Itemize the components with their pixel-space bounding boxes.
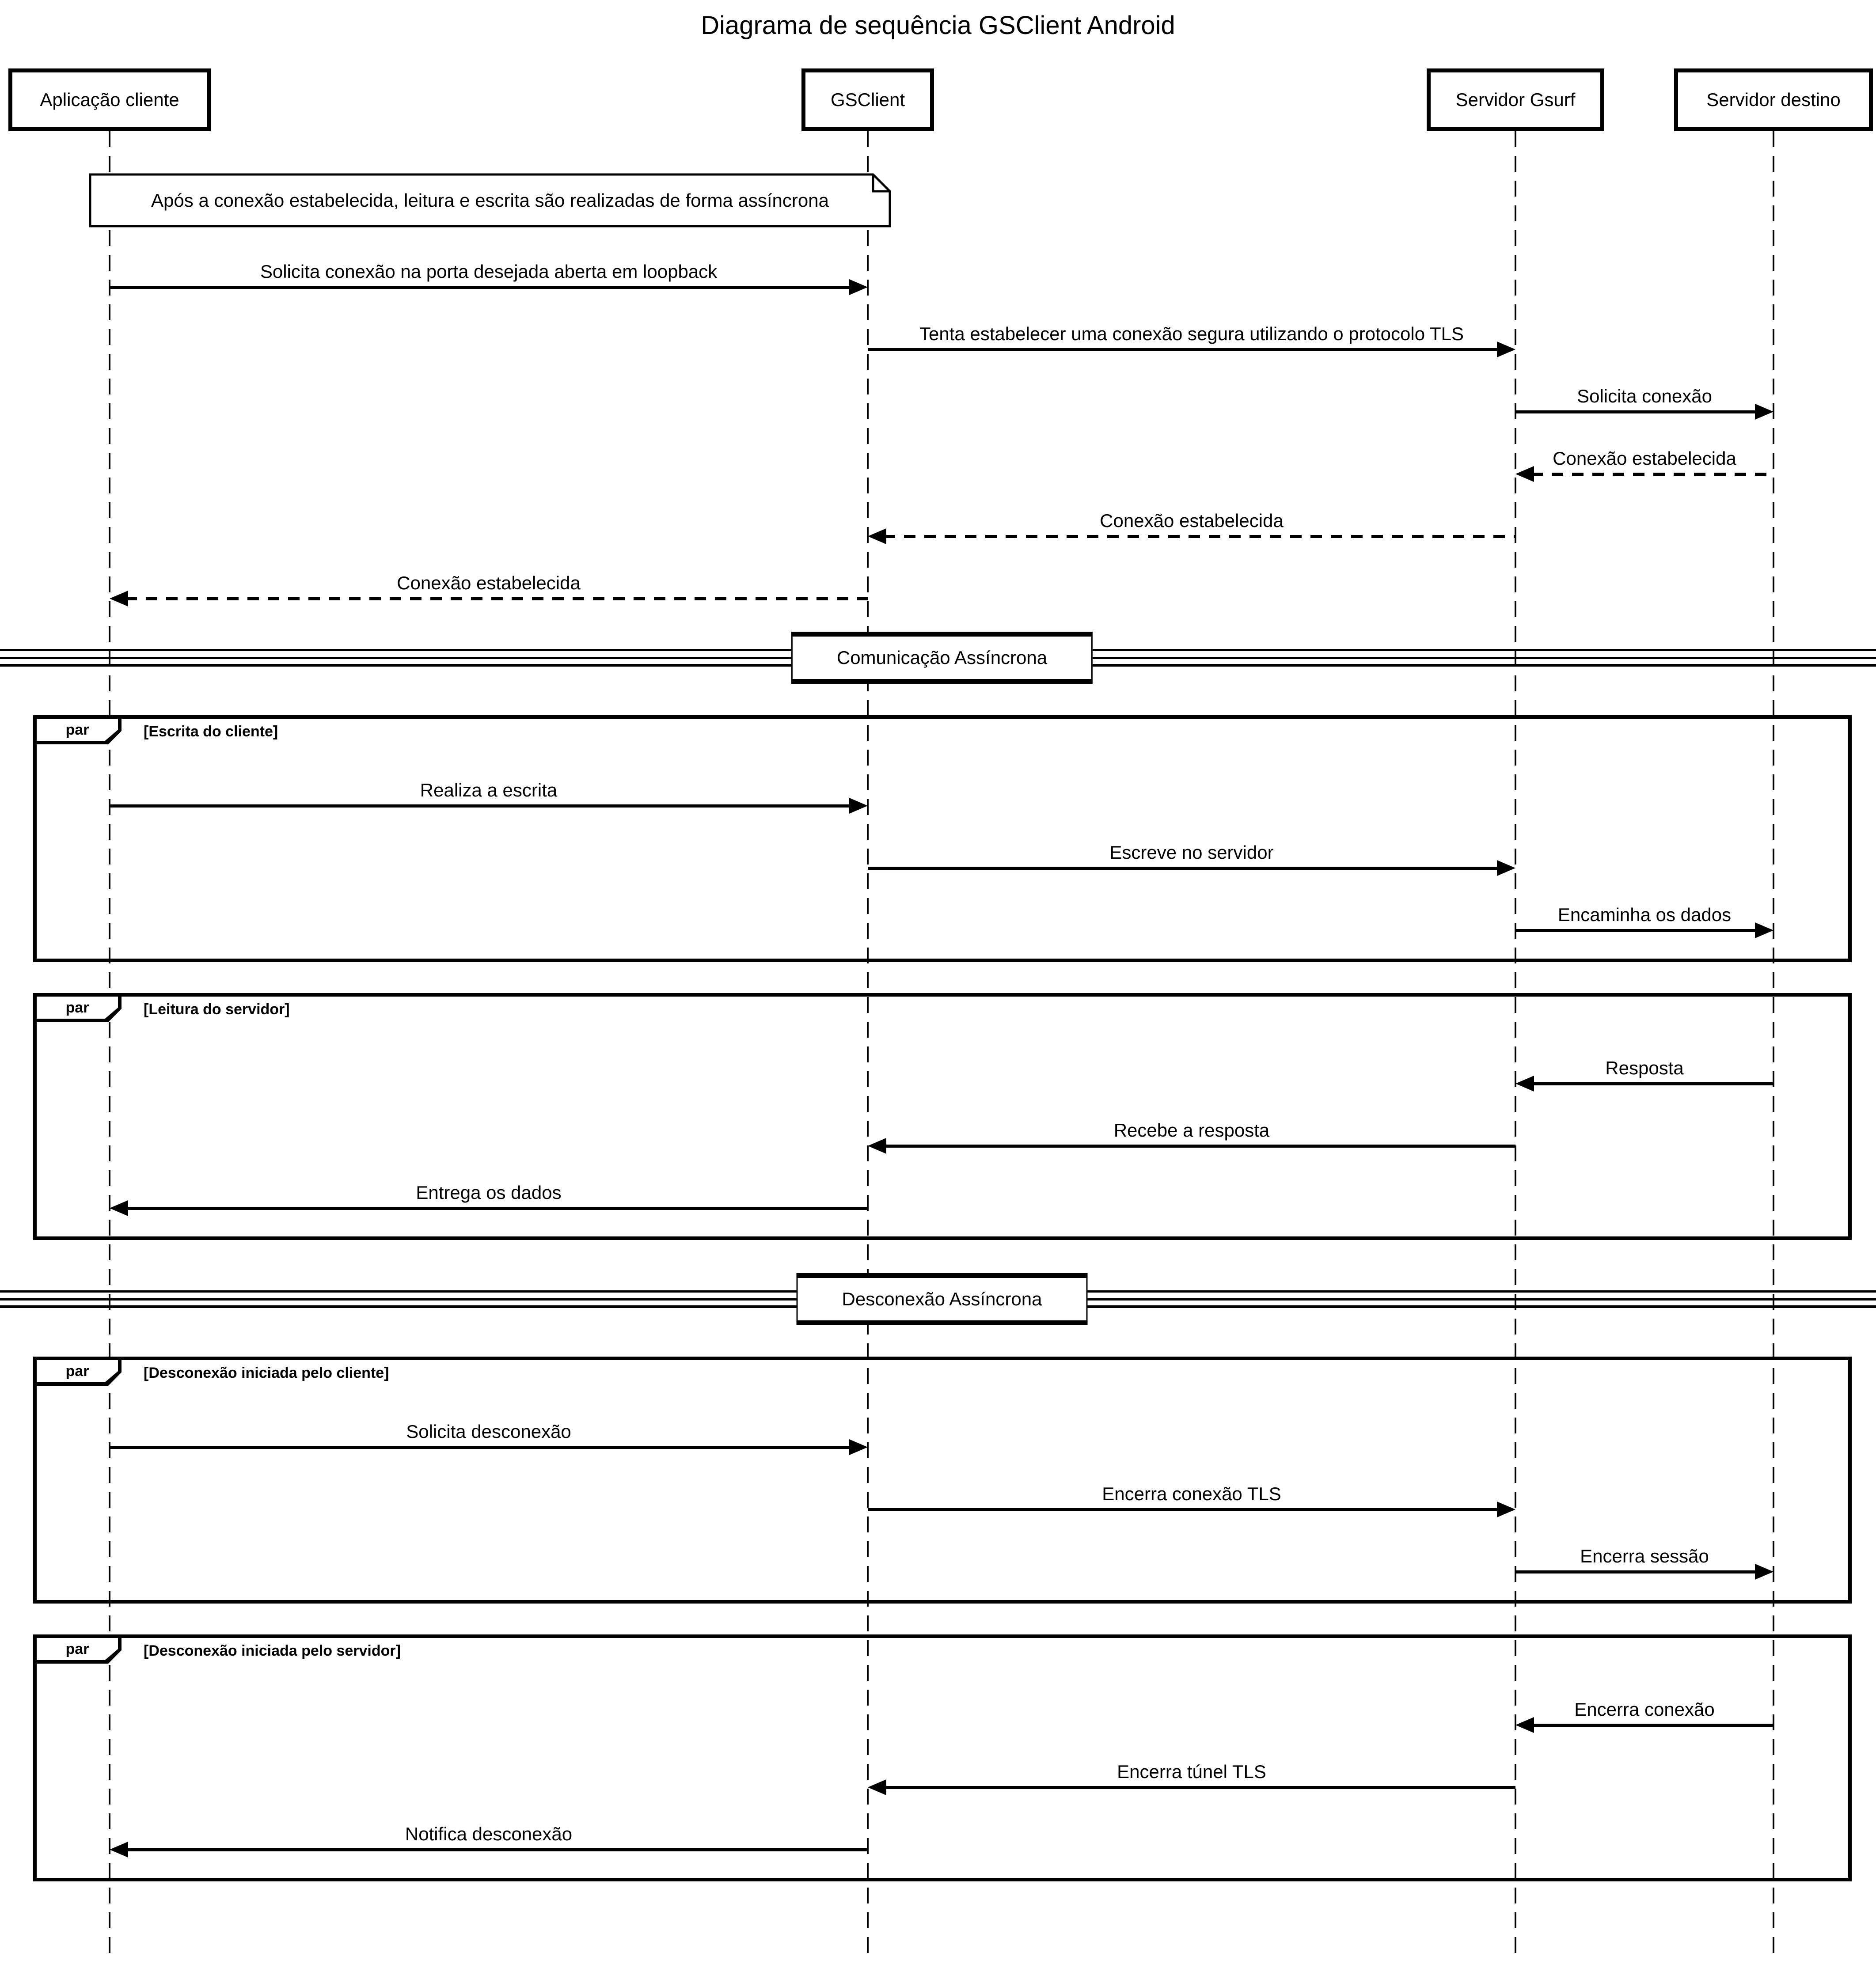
message-line <box>1515 410 1758 413</box>
message-line <box>1515 929 1758 932</box>
par-operator-label: par <box>37 1638 118 1660</box>
message-label: Encerra conexão TLS <box>1102 1483 1281 1504</box>
message-arrowhead <box>1497 860 1515 876</box>
message-label: Solicita conexão <box>1577 386 1712 406</box>
message-arrowhead <box>849 1439 868 1455</box>
participant-box: Aplicação cliente <box>8 68 211 131</box>
par-operator-tab: par <box>33 993 122 1022</box>
par-operator-tab: par <box>33 1357 122 1386</box>
message-line <box>884 1145 1515 1148</box>
message-label: Encaminha os dados <box>1557 904 1732 925</box>
message-label: Escreve no servidor <box>1109 842 1274 863</box>
note: Após a conexão estabelecida, leitura e e… <box>89 173 891 227</box>
message-line <box>1531 1082 1773 1085</box>
message-label: Notifica desconexão <box>405 1824 573 1844</box>
message-label: Entrega os dados <box>416 1182 562 1203</box>
par-operator-label: par <box>37 1360 118 1382</box>
par-condition-label: [Leitura do servidor] <box>144 1001 290 1018</box>
message-arrowhead <box>1515 1076 1534 1092</box>
diagram-title: Diagrama de sequência GSClient Android <box>701 11 1175 40</box>
message-arrowhead <box>110 591 128 607</box>
message-line <box>125 1207 868 1210</box>
message-line <box>110 804 852 808</box>
participant-label: Servidor destino <box>1706 89 1841 110</box>
par-frame <box>33 1357 1852 1604</box>
par-condition-label: [Desconexão iniciada pelo servidor] <box>144 1642 401 1659</box>
message-line <box>125 597 868 600</box>
message-arrowhead <box>868 1138 886 1154</box>
message-label: Solicita desconexão <box>406 1421 571 1442</box>
par-frame <box>33 1634 1852 1881</box>
message-arrowhead <box>110 1200 128 1216</box>
message-line <box>110 1446 852 1449</box>
message-line <box>110 286 852 289</box>
participant-box: GSClient <box>801 68 934 131</box>
message-arrowhead <box>1515 466 1534 482</box>
participant-label: Servidor Gsurf <box>1455 89 1576 110</box>
participant-label: Aplicação cliente <box>40 89 179 110</box>
message-arrowhead <box>1515 1717 1534 1733</box>
lifeline <box>1515 131 1516 1961</box>
par-operator-label: par <box>37 997 118 1019</box>
message-line <box>1531 1724 1773 1727</box>
par-frame <box>33 993 1852 1240</box>
message-label: Encerra conexão <box>1574 1699 1715 1720</box>
message-line <box>125 1848 868 1851</box>
divider-label: Comunicação Assíncrona <box>791 632 1093 684</box>
message-arrowhead <box>1755 404 1773 420</box>
message-label: Conexão estabelecida <box>397 573 581 593</box>
message-label: Tenta estabelecer uma conexão segura uti… <box>919 323 1464 344</box>
divider-label: Desconexão Assíncrona <box>796 1273 1088 1325</box>
par-operator-tab: par <box>33 715 122 744</box>
par-operator-tab: par <box>33 1634 122 1664</box>
message-label: Resposta <box>1605 1058 1684 1078</box>
message-arrowhead <box>1497 1501 1515 1517</box>
message-arrowhead <box>1755 1564 1773 1580</box>
message-line <box>868 1508 1500 1511</box>
note-text: Após a conexão estabelecida, leitura e e… <box>151 190 829 211</box>
message-line <box>1531 473 1773 476</box>
message-line <box>884 1786 1515 1789</box>
participant-box: Servidor Gsurf <box>1427 68 1604 131</box>
note-shape <box>89 173 891 227</box>
participant-label: GSClient <box>830 89 905 110</box>
lifeline <box>867 131 869 1961</box>
lifeline <box>1773 131 1774 1961</box>
participant-box: Servidor destino <box>1674 68 1873 131</box>
par-frame <box>33 715 1852 962</box>
par-condition-label: [Desconexão iniciada pelo cliente] <box>144 1365 389 1381</box>
message-line <box>868 867 1500 870</box>
message-arrowhead <box>1755 922 1773 938</box>
message-arrowhead <box>1497 341 1515 357</box>
message-line <box>1515 1570 1758 1573</box>
message-label: Encerra sessão <box>1580 1546 1709 1566</box>
message-label: Conexão estabelecida <box>1553 448 1736 469</box>
par-operator-label: par <box>37 719 118 741</box>
message-label: Encerra túnel TLS <box>1117 1761 1266 1782</box>
message-line <box>868 348 1500 351</box>
par-condition-label: [Escrita do cliente] <box>144 723 278 740</box>
message-arrowhead <box>849 798 868 814</box>
message-label: Conexão estabelecida <box>1100 510 1284 531</box>
message-arrowhead <box>110 1842 128 1858</box>
message-arrowhead <box>849 279 868 295</box>
lifeline <box>109 131 110 1961</box>
message-arrowhead <box>868 528 886 544</box>
message-arrowhead <box>868 1779 886 1795</box>
message-line <box>884 535 1515 538</box>
message-label: Solicita conexão na porta desejada abert… <box>260 261 718 282</box>
message-label: Recebe a resposta <box>1113 1120 1270 1141</box>
message-label: Realiza a escrita <box>420 780 558 800</box>
